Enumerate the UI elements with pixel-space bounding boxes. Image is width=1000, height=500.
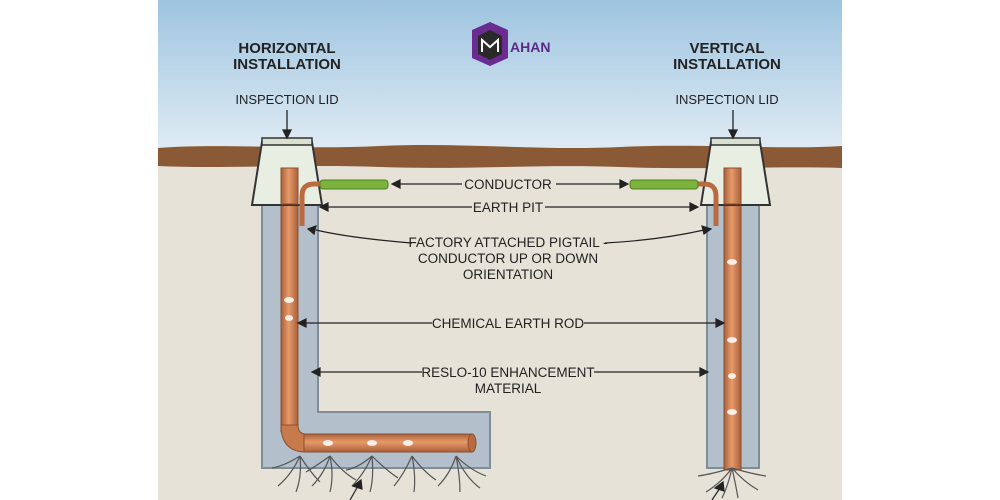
- left-conductor-cable: [319, 179, 389, 190]
- chemical-rod-label: CHEMICAL EARTH ROD: [432, 316, 585, 331]
- logo-text: AHAN: [510, 39, 550, 55]
- sky-background: [158, 0, 842, 160]
- earth-pit-label: EARTH PIT: [473, 200, 543, 215]
- inspection-lid-arrows: [281, 110, 739, 140]
- mahan-logo-icon: [472, 22, 508, 66]
- left-pigtail: [299, 181, 320, 226]
- pigtail-label-line3: ORIENTATION: [463, 267, 553, 282]
- inspection-lid-label-left: INSPECTION LID: [235, 92, 338, 107]
- left-rod-top: [280, 167, 299, 205]
- leader-arrows: [296, 179, 726, 500]
- right-title-line2: INSTALLATION: [673, 56, 781, 73]
- right-roots: [697, 467, 767, 499]
- ground-surface: [158, 144, 842, 169]
- right-lid-top: [710, 137, 761, 146]
- right-vertical-rod: [723, 169, 742, 471]
- reslo-label-line2: MATERIAL: [475, 381, 542, 396]
- right-title-line1: VERTICAL: [690, 40, 765, 57]
- pigtail-label-line1: FACTORY ATTACHED PIGTAIL -: [408, 235, 607, 250]
- inspection-lid-label-right: INSPECTION LID: [675, 92, 778, 107]
- conductor-label: CONDUCTOR: [464, 177, 552, 192]
- right-conductor-cable: [629, 179, 699, 190]
- right-pigtail: [698, 181, 719, 226]
- right-rod-holes: [727, 259, 737, 415]
- left-roots: [271, 455, 487, 493]
- reslo-label-line1: RESLO-10 ENHANCEMENT: [421, 365, 594, 380]
- left-rod-end-cap: [467, 433, 477, 453]
- right-rod-top: [723, 167, 742, 205]
- left-rod-holes: [284, 297, 413, 446]
- left-title-line2: INSTALLATION: [233, 56, 341, 73]
- left-title-line1: HORIZONTAL: [238, 40, 335, 57]
- pigtail-label-line2: CONDUCTOR UP OR DOWN: [418, 251, 598, 266]
